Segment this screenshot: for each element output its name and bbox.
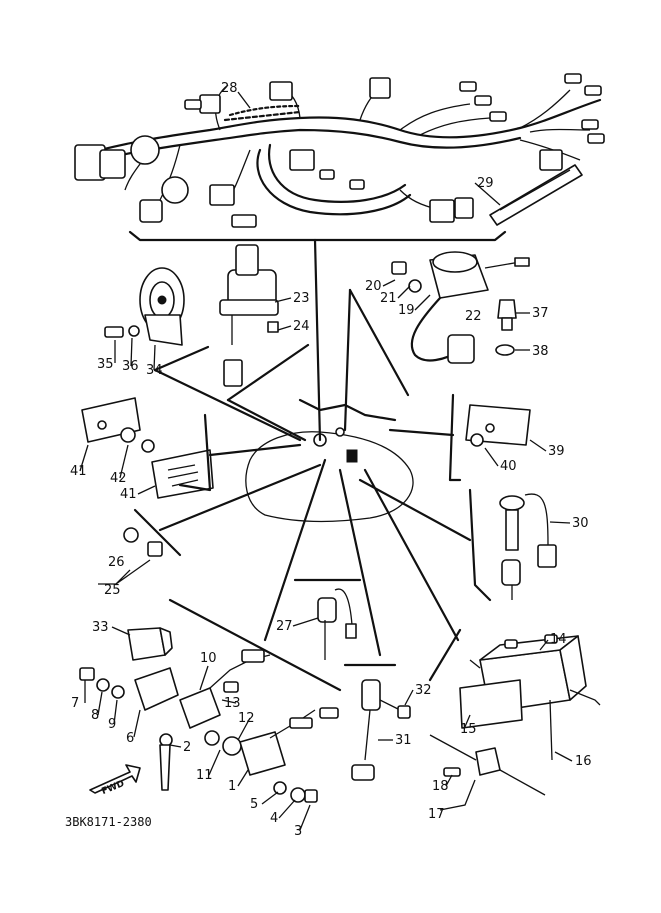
callout-28: 28 [221,81,238,96]
washers-center [204,730,318,803]
callout-23: 23 [293,291,310,306]
horn [104,267,185,346]
fuse-holder [429,734,546,796]
wire-harness [74,73,605,242]
relay [127,627,173,661]
callout-35: 35 [97,357,114,372]
callout-3: 3 [294,824,302,839]
callout-5: 5 [250,797,258,812]
callout-33: 33 [92,620,109,635]
callout-4: 4 [270,811,278,826]
callout-19: 19 [398,303,415,318]
callout-numbers: 28 29 23 24 20 21 19 22 37 38 35 36 34 4… [70,81,592,839]
starter-cable-set [351,679,411,781]
fwd-label: FWD [100,779,126,797]
callout-22: 22 [465,309,482,324]
reflector-right [465,404,531,447]
callout-11: 11 [196,768,213,783]
callout-41-bottom: 41 [120,487,137,502]
neutral-switch [317,588,357,660]
callout-42: 42 [110,471,127,486]
callout-27: 27 [276,619,293,634]
callout-7: 7 [71,696,79,711]
main-switch [219,244,279,387]
callout-18: 18 [432,779,449,794]
callout-41-top: 41 [70,464,87,479]
callout-37: 37 [532,306,549,321]
flasher-relay [239,707,339,776]
callout-6: 6 [126,731,134,746]
callout-12: 12 [238,711,255,726]
bolt-washer-left [123,527,163,557]
callout-36: 36 [122,359,139,374]
diagram-code: 3BK8171-2380 [65,815,152,829]
callout-20: 20 [365,279,382,294]
callout-10: 10 [200,651,217,666]
callout-13: 13 [224,696,241,711]
callout-9: 9 [108,717,116,732]
callout-26: 26 [108,555,125,570]
callout-25: 25 [104,583,121,598]
callout-32: 32 [415,683,432,698]
callout-31: 31 [395,733,412,748]
ignition-coil [391,251,530,364]
thermo-sensor [495,299,517,356]
fwd-arrow: FWD [89,764,141,797]
sensor-assembly [499,493,557,600]
callout-34: 34 [146,363,163,378]
callout-15: 15 [460,722,477,737]
reflector-left [81,397,214,499]
callout-40: 40 [500,459,517,474]
mounting-bolt [159,733,173,791]
callout-16: 16 [575,754,592,769]
leader-lines [133,238,492,692]
callout-14: 14 [550,632,567,647]
callout-39: 39 [548,444,565,459]
callout-8: 8 [91,708,99,723]
callout-21: 21 [380,291,397,306]
callout-29: 29 [477,176,494,191]
battery [459,634,601,761]
relay-bracket [79,667,179,711]
callout-30: 30 [572,516,589,531]
cable-strap [489,164,583,226]
callout-2: 2 [183,740,191,755]
callout-leaders [79,91,573,831]
frame-outline [245,398,414,523]
callout-1: 1 [228,779,236,794]
starter-relay [179,649,271,729]
callout-24: 24 [293,319,310,334]
callout-17: 17 [428,807,445,822]
callout-38: 38 [532,344,549,359]
